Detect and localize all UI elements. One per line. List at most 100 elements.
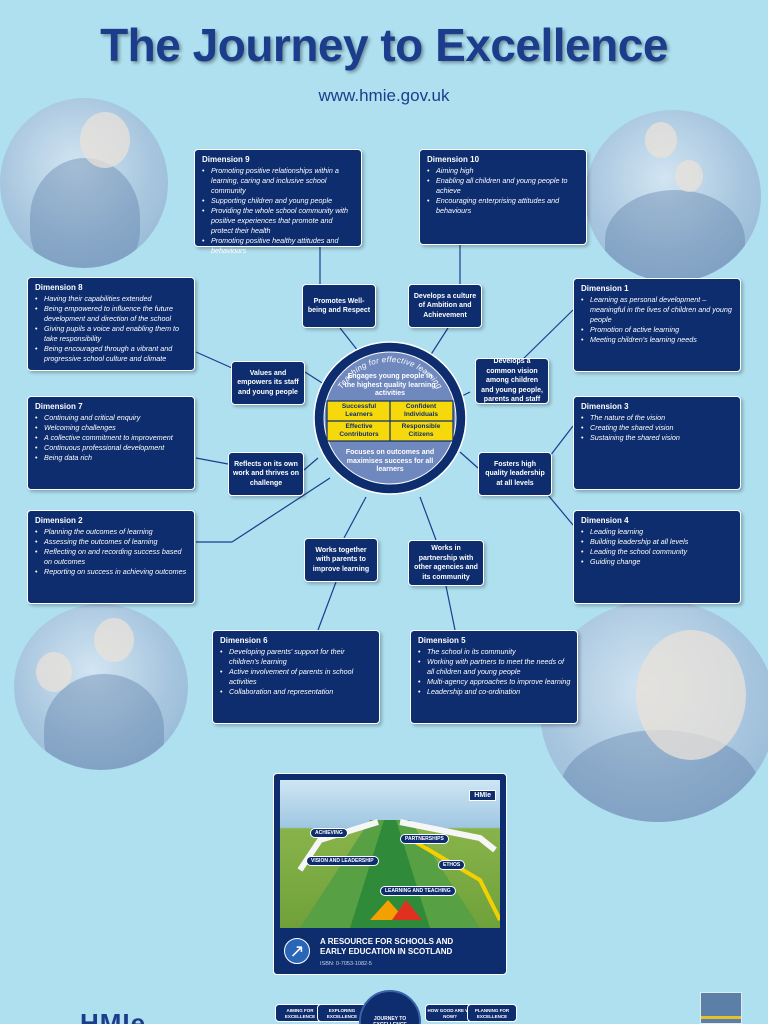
road-label-learning: LEARNING AND TEACHING: [380, 886, 456, 896]
connector-ambition: Develops a culture of Ambition and Achie…: [408, 284, 482, 328]
guide-cover[interactable]: HMIe ACHIEVING VISION AND LEADERSHIP LEA…: [273, 773, 507, 975]
dimension-title: Dimension 6: [220, 636, 268, 645]
dimension-item: Reflecting on and recording success base…: [35, 547, 188, 567]
dimension-item: Being data rich: [35, 453, 188, 463]
dimension-item: Promotion of active learning: [581, 325, 734, 335]
connector-partnership: Works in partnership with other agencies…: [408, 540, 484, 586]
quadrant-effective-contributors: Effective Contributors: [339, 423, 379, 438]
page-title: The Journey to Excellence: [100, 19, 668, 71]
dimension-item: Leadership and co-ordination: [418, 687, 571, 697]
photo-parent-reading: [14, 604, 188, 770]
pill-planning[interactable]: PLANNING FOR EXCELLENCE: [467, 1004, 517, 1022]
dimension-title: Dimension 8: [35, 283, 83, 292]
guide-caption: A RESOURCE FOR SCHOOLS AND EARLY EDUCATI…: [320, 937, 453, 957]
scottish-executive-logo: [700, 992, 742, 1024]
dimension-item: Active involvement of parents in school …: [220, 667, 373, 687]
dimension-item: Giving pupils a voice and enabling them …: [35, 324, 188, 344]
dimension-title: Dimension 4: [581, 516, 629, 525]
connector-wellbeing: Promotes Well-being and Respect: [302, 284, 376, 328]
connector-parents: Works together with parents to improve l…: [304, 538, 378, 582]
dimension-title: Dimension 3: [581, 402, 629, 411]
dimension-item: Continuous professional development: [35, 443, 188, 453]
dimension-item: Collaboration and representation: [220, 687, 373, 697]
center-top-text: Engages young people in the highest qual…: [344, 373, 436, 397]
dimension-4-panel: Dimension 4 Leading learning Building le…: [573, 510, 741, 604]
quadrant-responsible-citizens: Responsible Citizens: [401, 423, 441, 438]
connector-leadership: Fosters high quality leadership at all l…: [478, 452, 552, 496]
dimension-title: Dimension 1: [581, 284, 629, 293]
dimension-3-panel: Dimension 3 The nature of the vision Cre…: [573, 396, 741, 490]
dimension-title: Dimension 9: [202, 155, 250, 164]
hmie-logo: HMIe: [80, 1008, 147, 1024]
dimension-1-panel: Dimension 1 Learning as personal develop…: [573, 278, 741, 372]
dimension-item: Promoting positive healthy attitudes and…: [202, 236, 355, 256]
guide-isbn: ISBN: 0-7053-1082-5: [320, 961, 372, 967]
guide-caption-line1: A RESOURCE FOR SCHOOLS AND: [320, 937, 454, 946]
dimension-item: Supporting children and young people: [202, 196, 355, 206]
photo-student-writing: [0, 98, 168, 268]
road-label-achieving: ACHIEVING: [310, 828, 348, 838]
dimension-item: Guiding change: [581, 557, 734, 567]
dimension-item: Promoting positive relationships within …: [202, 166, 355, 196]
dimension-item: Providing the whole school community wit…: [202, 206, 355, 236]
dimension-title: Dimension 5: [418, 636, 466, 645]
dimension-item: Multi-agency approaches to improve learn…: [418, 677, 571, 687]
connector-reflects: Reflects on its own work and thrives on …: [228, 452, 304, 496]
road-label-vision: VISION AND LEADERSHIP: [306, 856, 379, 866]
dimension-9-panel: Dimension 9 Promoting positive relations…: [194, 149, 362, 255]
connector-vision: Develops a common vision among children …: [475, 358, 549, 404]
dimension-6-panel: Dimension 6 Developing parents' support …: [212, 630, 380, 724]
dimension-item: Leading learning: [581, 527, 734, 537]
road-graphic: [297, 819, 500, 928]
center-bottom-text: Focuses on outcomes and maximises succes…: [345, 449, 435, 473]
guide-caption-line2: EARLY EDUCATION IN SCOTLAND: [320, 947, 453, 956]
dimension-item: Having their capabilities extended: [35, 294, 188, 304]
dimension-item: Planning the outcomes of learning: [35, 527, 188, 537]
dimension-item: Sustaining the shared vision: [581, 433, 734, 443]
dimension-item: Learning as personal development – meani…: [581, 295, 734, 325]
dimension-title: Dimension 7: [35, 402, 83, 411]
connector-values: Values and empowers its staff and young …: [231, 361, 305, 405]
dimension-2-panel: Dimension 2 Planning the outcomes of lea…: [27, 510, 195, 604]
dimension-item: Being empowered to influence the future …: [35, 304, 188, 324]
dimension-item: Reporting on success in achieving outcom…: [35, 567, 188, 577]
dimension-item: Building leadership at all levels: [581, 537, 734, 547]
dimension-item: A collective commitment to improvement: [35, 433, 188, 443]
dimension-title: Dimension 2: [35, 516, 83, 525]
dimension-item: Enabling all children and young people t…: [427, 176, 580, 196]
pill-aiming[interactable]: AIMING FOR EXCELLENCE: [275, 1004, 325, 1022]
road-illustration: HMIe ACHIEVING VISION AND LEADERSHIP LEA…: [280, 780, 500, 928]
dimension-item: Assessing the outcomes of learning: [35, 537, 188, 547]
quadrant-confident-individuals: Confident Individuals: [404, 403, 438, 418]
quadrant-successful-learners: Successful Learners: [341, 403, 377, 418]
dimension-item: Being encouraged through a vibrant and p…: [35, 344, 188, 364]
photo-group-classroom: [585, 110, 761, 282]
dimension-item: Encouraging enterprising attitudes and b…: [427, 196, 580, 216]
dimension-item: Working with partners to meet the needs …: [418, 657, 571, 677]
photo-boy-smiling: [540, 600, 768, 822]
road-label-ethos: ETHOS: [438, 860, 466, 870]
arrow-icon: ↗: [284, 938, 310, 964]
dimension-item: Creating the shared vision: [581, 423, 734, 433]
dimension-title: Dimension 10: [427, 155, 480, 164]
dimension-item: The nature of the vision: [581, 413, 734, 423]
pill-exploring[interactable]: EXPLORING EXCELLENCE: [317, 1004, 367, 1022]
dimension-10-panel: Dimension 10 Aiming high Enabling all ch…: [419, 149, 587, 245]
center-wheel: Teaching for effective learning Engages …: [312, 333, 468, 503]
dimension-item: Welcoming challenges: [35, 423, 188, 433]
dimension-item: Leading the school community: [581, 547, 734, 557]
dimension-item: Developing parents' support for their ch…: [220, 647, 373, 667]
dimension-8-panel: Dimension 8 Having their capabilities ex…: [27, 277, 195, 371]
dimension-item: Meeting children's learning needs: [581, 335, 734, 345]
road-label-partnerships: PARTNERSHIPS: [400, 834, 449, 844]
center-wheel-graphic: Teaching for effective learning: [313, 341, 467, 495]
dimension-item: Continuing and critical enquiry: [35, 413, 188, 423]
dimension-item: Aiming high: [427, 166, 580, 176]
dimension-7-panel: Dimension 7 Continuing and critical enqu…: [27, 396, 195, 490]
website-url[interactable]: www.hmie.gov.uk: [318, 86, 450, 105]
dimension-5-panel: Dimension 5 The school in its community …: [410, 630, 578, 724]
guide-hmi-badge: HMIe: [469, 790, 496, 801]
dimension-item: The school in its community: [418, 647, 571, 657]
